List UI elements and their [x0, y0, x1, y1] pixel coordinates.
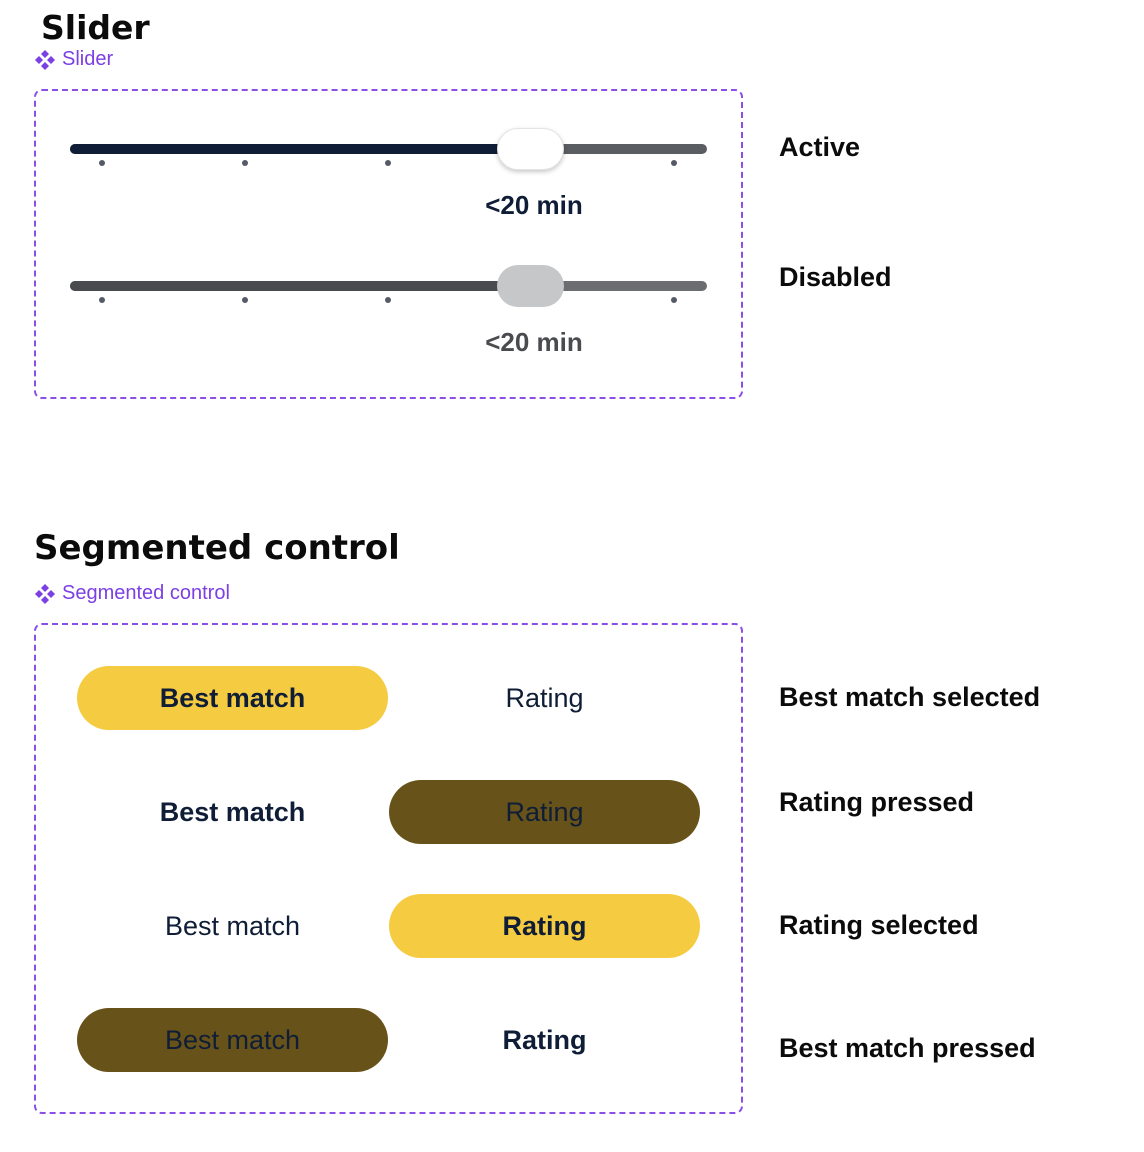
- state-label-rating-pressed: Rating pressed: [779, 787, 975, 817]
- segmented-control: Best match Rating: [77, 780, 700, 844]
- slider-tick: [671, 297, 677, 303]
- segment-rating[interactable]: Rating: [389, 894, 700, 958]
- segmented-control: Best match Rating: [77, 666, 700, 730]
- slider-component-name: Slider: [62, 48, 114, 70]
- slider-tick: [242, 160, 248, 166]
- component-diamond-icon: [34, 49, 56, 71]
- state-label-rating-selected: Rating selected: [779, 910, 979, 940]
- segmented-control: Best match Rating: [77, 894, 700, 958]
- slider-active[interactable]: <20 min: [70, 128, 707, 220]
- segment-rating[interactable]: Rating: [502, 1024, 587, 1055]
- slider-track-fill: [70, 144, 533, 154]
- slider-track-fill: [70, 281, 533, 291]
- slider-tick: [385, 160, 391, 166]
- state-label-best-match-selected: Best match selected: [779, 682, 1041, 712]
- segmented-component-name: Segmented control: [62, 582, 230, 604]
- slider-thumb[interactable]: [497, 128, 564, 170]
- slider-component-label: Slider: [34, 48, 113, 71]
- slider-disabled: <20 min: [70, 265, 707, 357]
- slider-value-label: <20 min: [485, 190, 583, 220]
- state-label-active: Active: [779, 132, 861, 162]
- segmented-component-label: Segmented control: [34, 582, 230, 605]
- state-label-best-match-pressed: Best match pressed: [779, 1033, 1036, 1063]
- slider-frame: [34, 89, 743, 399]
- segmented-frame: [34, 623, 743, 1114]
- segmented-control: Best match Rating: [77, 1008, 700, 1072]
- segment-best-match[interactable]: Best match: [77, 1008, 388, 1072]
- slider-tick: [99, 297, 105, 303]
- segment-rating[interactable]: Rating: [389, 780, 700, 844]
- segment-best-match[interactable]: Best match: [159, 796, 306, 827]
- slider-tick: [99, 160, 105, 166]
- slider-tick: [242, 297, 248, 303]
- component-diamond-icon: [34, 583, 56, 605]
- segmented-section-title: Segmented control: [34, 528, 400, 568]
- slider-value-label: <20 min: [485, 327, 583, 357]
- slider-tick: [385, 297, 391, 303]
- segment-best-match[interactable]: Best match: [164, 910, 301, 941]
- segment-best-match[interactable]: Best match: [77, 666, 388, 730]
- state-label-disabled: Disabled: [779, 262, 892, 292]
- slider-thumb: [497, 265, 564, 307]
- slider-section-title: Slider: [41, 8, 150, 47]
- segment-rating[interactable]: Rating: [505, 682, 584, 713]
- slider-tick: [671, 160, 677, 166]
